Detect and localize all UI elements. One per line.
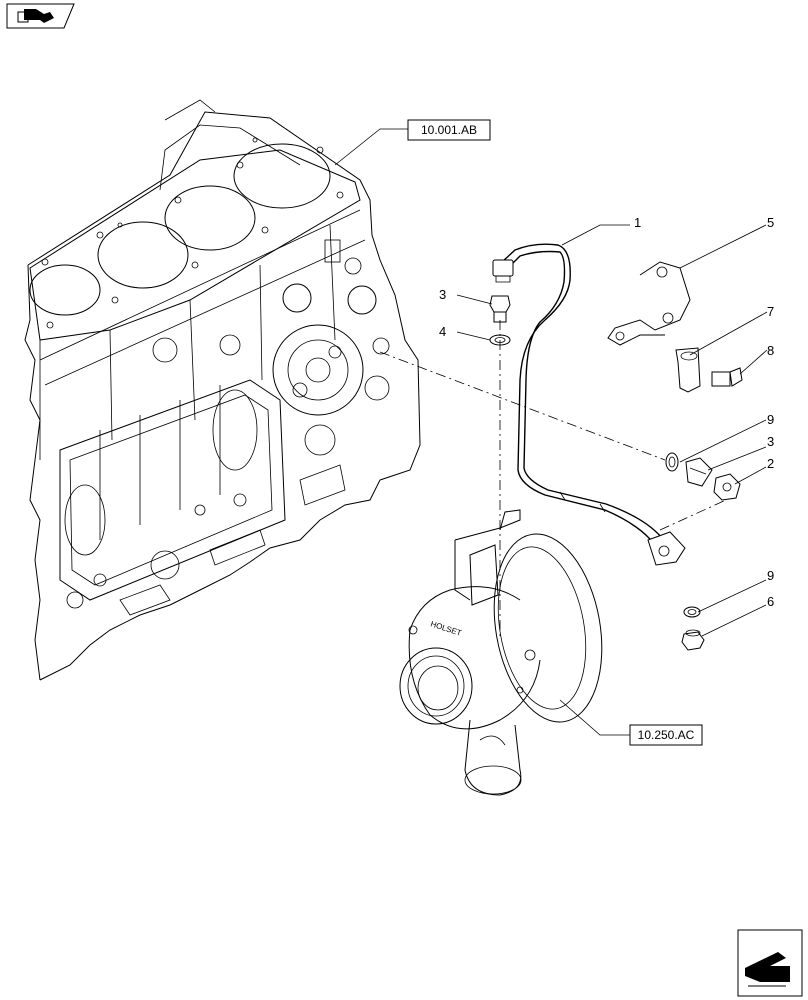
small-parts-drawing bbox=[489, 261, 743, 651]
callout-4: 4 bbox=[439, 324, 446, 339]
oil-feed-pipe-drawing bbox=[492, 243, 686, 566]
callout-2: 2 bbox=[767, 456, 774, 471]
reference-turbocharger[interactable]: 10.250.AC bbox=[629, 724, 703, 746]
callout-3-top: 3 bbox=[439, 287, 446, 302]
turbocharger-drawing: HOLSET bbox=[399, 509, 603, 796]
next-page-arrow-icon[interactable] bbox=[737, 929, 803, 997]
callout-9-upper: 9 bbox=[767, 412, 774, 427]
previous-page-arrow-icon[interactable] bbox=[6, 3, 75, 29]
svg-text:10.250.AC: 10.250.AC bbox=[638, 728, 695, 742]
engine-block-drawing bbox=[24, 99, 421, 681]
leader-lines bbox=[334, 128, 768, 736]
callout-1: 1 bbox=[634, 215, 641, 230]
reference-engine-block[interactable]: 10.001.AB bbox=[407, 119, 491, 141]
center-lines bbox=[379, 320, 727, 640]
callout-3-right: 3 bbox=[767, 434, 774, 449]
callout-9-lower: 9 bbox=[767, 568, 774, 583]
svg-text:10.001.AB: 10.001.AB bbox=[421, 123, 477, 137]
callout-7: 7 bbox=[767, 304, 774, 319]
turbo-brand-label: HOLSET bbox=[429, 619, 462, 637]
callout-numbers: 1 5 3 4 7 8 9 3 2 9 6 bbox=[439, 215, 774, 609]
callout-8: 8 bbox=[767, 343, 774, 358]
callout-5: 5 bbox=[767, 215, 774, 230]
callout-6: 6 bbox=[767, 594, 774, 609]
